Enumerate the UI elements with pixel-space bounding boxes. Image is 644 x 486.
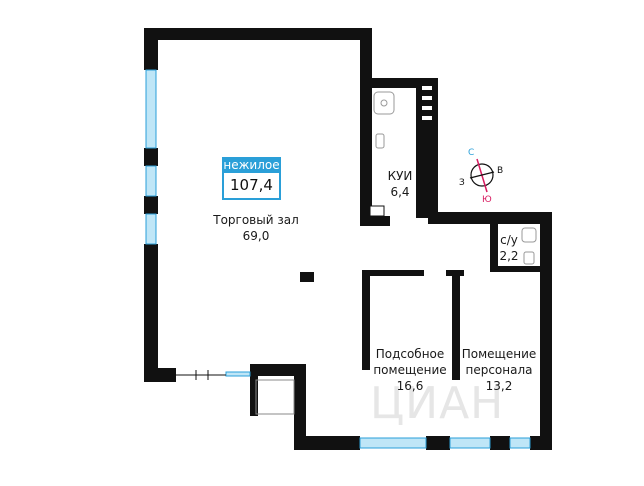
compass-north: С [468,148,474,158]
room-wc: с/у 2,2 [494,232,524,264]
column [300,272,314,282]
compass-ring [470,163,494,187]
wall-staff-top [446,270,464,276]
room-wc-area: 2,2 [499,249,519,263]
window-bottom-3 [509,437,531,449]
toilet-icon [375,133,385,149]
wall-left-3 [144,196,158,214]
compass: С В З Ю [459,148,503,205]
wall-utility-left [362,270,370,370]
room-staff-area: 13,2 [485,379,513,393]
wall-left-4 [144,244,158,380]
window-entry [225,371,251,377]
compass-east: В [497,166,503,176]
room-kui-area: 6,4 [390,185,410,199]
room-kui: КУИ 6,4 [372,168,428,200]
wall-left-1 [144,28,158,70]
wall-kui-right [416,78,438,218]
room-utility-name-1: Подсобное [375,347,445,361]
wc-sink-icon [521,227,537,243]
walls [144,28,552,450]
room-hall: Торговый зал 69,0 [196,212,316,244]
wall-staff-left [452,270,460,380]
room-staff: Помещение персонала 13,2 [458,346,540,394]
wall-bottom-4 [530,436,552,450]
wall-entry-right [294,364,306,450]
wall-bottom-3 [490,436,510,450]
compass-south: Ю [482,195,492,205]
watermark: ЦИАН [370,378,505,429]
entry-door [176,370,295,415]
wall-wc-bottom [490,266,542,272]
wc-fixtures [521,227,537,265]
wall-entry-left [250,364,258,416]
room-staff-name-2: персонала [465,363,533,377]
wall-bottom-2 [426,436,450,450]
wall-top [144,28,372,40]
room-utility: Подсобное помещение 16,6 [368,346,452,394]
compass-west: З [459,178,465,188]
window-left-1 [145,69,157,149]
room-kui-name: КУИ [387,169,413,183]
area-badge: нежилое 107,4 [222,157,281,200]
vent-grille [422,86,432,120]
window-bottom-2 [449,437,491,449]
window-left-3 [145,213,157,245]
wall-bottom-left [144,368,176,382]
wall-wc-left [490,224,498,272]
wall-right [540,212,552,450]
wall-kui-bottom [360,216,390,226]
room-wc-name: с/у [500,233,518,247]
wc-toilet-icon [523,251,535,265]
room-utility-area: 16,6 [396,379,424,393]
wall-utility-top [362,270,424,276]
room-hall-name: Торговый зал [213,213,299,227]
sink-icon [373,91,395,115]
window-bottom-1 [359,437,427,449]
wall-kui-top [372,78,416,88]
badge-type: нежилое [222,157,281,173]
window-left-2 [145,165,157,197]
wall-left-2 [144,148,158,166]
badge-total-area: 107,4 [222,173,281,200]
wall-kui-left [360,28,372,226]
windows [145,69,531,449]
wall-upper-right [428,212,552,224]
room-utility-name-2: помещение [373,363,447,377]
room-hall-area: 69,0 [242,229,270,243]
kui-fixtures [369,91,395,217]
wall-bottom-1 [294,436,360,450]
room-staff-name-1: Помещение [461,347,537,361]
wall-entry-top [250,364,304,376]
